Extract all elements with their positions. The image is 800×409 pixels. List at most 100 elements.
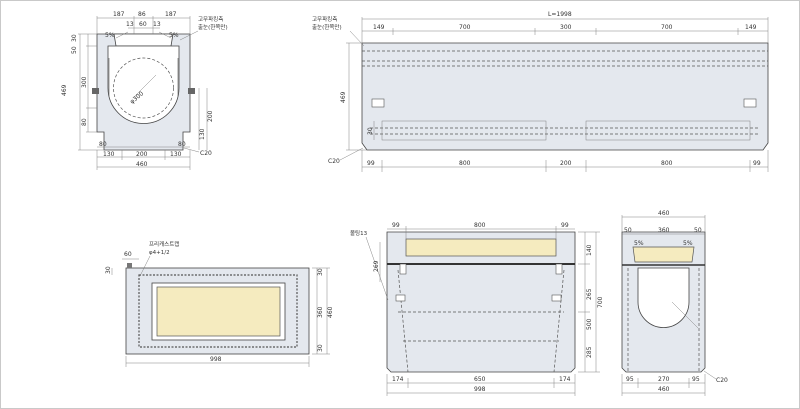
chamfer-label: C20: [200, 150, 212, 157]
slope-right: 5%: [169, 32, 179, 39]
plan-note-2: φ4+1/2: [149, 250, 170, 256]
top-dim-1: 187: [113, 11, 125, 18]
plan-view: 프리캐스트캡 φ4+1/2 60 30 30 360 460 30 998: [105, 240, 334, 367]
plan-dim-top: 60: [124, 251, 132, 258]
bolt-right: [188, 88, 195, 94]
unit-dim-right-4: 500: [586, 318, 593, 330]
unit-dim-bottom-3: 174: [559, 376, 571, 383]
unit-dim-bottom-2: 650: [474, 376, 486, 383]
segment-bottom-5: 99: [753, 160, 761, 167]
plan-grating: [156, 286, 281, 337]
right-dim-2: 130: [199, 128, 206, 140]
unit-elevation-view: 볼팅13 99 800 99 269 140 265 700 500 285 1…: [350, 222, 604, 396]
unit-dim-top-3: 99: [561, 222, 569, 229]
top-channel: [113, 33, 174, 47]
bolt-note: 볼팅13: [350, 230, 368, 237]
unit-section-bottom-dim-1: 95: [626, 376, 634, 383]
bottom-dim-3: 130: [103, 151, 115, 158]
unit-section-top-dim-1: 50: [624, 227, 632, 234]
lift-hole-right: [551, 294, 562, 302]
plan-dim-left: 30: [105, 266, 112, 274]
unit-section-view: 460 50 360 50 5% 5% 95 270 95 460 C20: [621, 210, 728, 396]
anchor-mark: [127, 263, 132, 268]
packing-note-1: 고무파킹측: [312, 15, 337, 23]
chamfer-label: C20: [328, 158, 340, 165]
top-inner-dim-1: 13: [126, 21, 134, 28]
unit-dim-bottom-1: 174: [392, 376, 404, 383]
unit-section-chamfer: C20: [716, 377, 728, 384]
unit-dim-right-2: 265: [586, 288, 593, 300]
taper-left: [397, 269, 409, 373]
segment-bottom-3: 200: [560, 160, 572, 167]
side-elevation-view: L=1998 149 700 300 700 149 고무파킹측 출눈(한쪽만)…: [312, 11, 769, 172]
left-dim-total: 469: [61, 84, 68, 96]
unit-section-slope-right: 5%: [683, 240, 693, 247]
height-dim: 469: [340, 91, 347, 103]
pocket-right: [585, 120, 751, 141]
packing-note-1: 고무파킹측: [198, 15, 223, 23]
unit-dim-right-3: 700: [597, 296, 604, 308]
bottom-dim-5: 130: [170, 151, 182, 158]
unit-section-trench: [637, 267, 690, 328]
unit-dim-right-5: 285: [586, 346, 593, 358]
plan-dim-right-2: 360: [317, 306, 324, 318]
unit-section-grating: [632, 246, 695, 263]
lift-hole-right: [743, 98, 757, 108]
taper-right: [553, 269, 565, 373]
unit-section-bottom-total: 460: [658, 386, 670, 393]
plan-mesh: [138, 274, 298, 348]
unit-grating: [405, 238, 557, 257]
segment-bottom-2: 800: [459, 160, 471, 167]
plan-dim-right-4: 30: [317, 344, 324, 352]
pipe-circle: [113, 57, 174, 119]
total-length: L=1998: [548, 11, 572, 18]
unit-section-top-total: 460: [658, 210, 670, 217]
lift-hole-left: [395, 294, 406, 302]
left-dim-1: 30: [71, 34, 78, 42]
bottom-dim-total: 460: [136, 161, 148, 168]
segment-bottom-1: 99: [367, 160, 375, 167]
bolt-left: [92, 88, 99, 94]
left-dim-3: 300: [81, 76, 88, 88]
plan-note-1: 프리캐스트캡: [149, 240, 179, 248]
unit-section-bottom-dim-2: 270: [658, 376, 670, 383]
u-trench: [107, 45, 180, 124]
slope-left: 5%: [105, 32, 115, 39]
pocket-left: [381, 120, 547, 141]
packing-note-2: 출눈(한쪽만): [312, 23, 342, 31]
segment-bottom-4: 800: [661, 160, 673, 167]
unit-dim-bottom-total: 998: [474, 386, 486, 393]
bottom-dim-2: 80: [178, 141, 186, 148]
clip-left: [399, 263, 407, 275]
bottom-dim-4: 200: [136, 151, 148, 158]
unit-section-top-dim-2: 360: [658, 227, 670, 234]
segment-top-3: 300: [560, 24, 572, 31]
unit-section-bottom-dim-3: 95: [692, 376, 700, 383]
diameter-leader: [132, 74, 157, 99]
bottom-dim-1: 80: [99, 141, 107, 148]
segment-top-2: 700: [459, 24, 471, 31]
packing-note-2: 출눈(한쪽만): [198, 23, 228, 31]
segment-top-1: 149: [373, 24, 385, 31]
small-dim: 30: [367, 127, 374, 135]
cross-section-view: φ300 187 86 187 13 60 13 5% 5% 고무파킹측 출눈(…: [61, 11, 228, 170]
lift-hole-left: [371, 98, 385, 108]
left-dim-2: 50: [71, 46, 78, 54]
segment-top-4: 700: [661, 24, 673, 31]
left-dim-4: 80: [81, 118, 88, 126]
unit-elevation-body: [386, 231, 576, 373]
top-dim-3: 187: [165, 11, 177, 18]
plan-dim-bottom: 998: [210, 356, 222, 363]
unit-dim-top-2: 800: [474, 222, 486, 229]
top-dim-2: 86: [138, 11, 146, 18]
unit-dim-right-1: 140: [586, 244, 593, 256]
plan-dim-right-3: 460: [327, 306, 334, 318]
unit-section-top-dim-3: 50: [694, 227, 702, 234]
unit-dim-left: 269: [373, 260, 380, 272]
top-inner-dim-2: 60: [139, 21, 147, 28]
unit-dim-top-1: 99: [392, 222, 400, 229]
right-dim-1: 200: [207, 110, 214, 122]
unit-section-slope-left: 5%: [634, 240, 644, 247]
segment-top-5: 149: [745, 24, 757, 31]
